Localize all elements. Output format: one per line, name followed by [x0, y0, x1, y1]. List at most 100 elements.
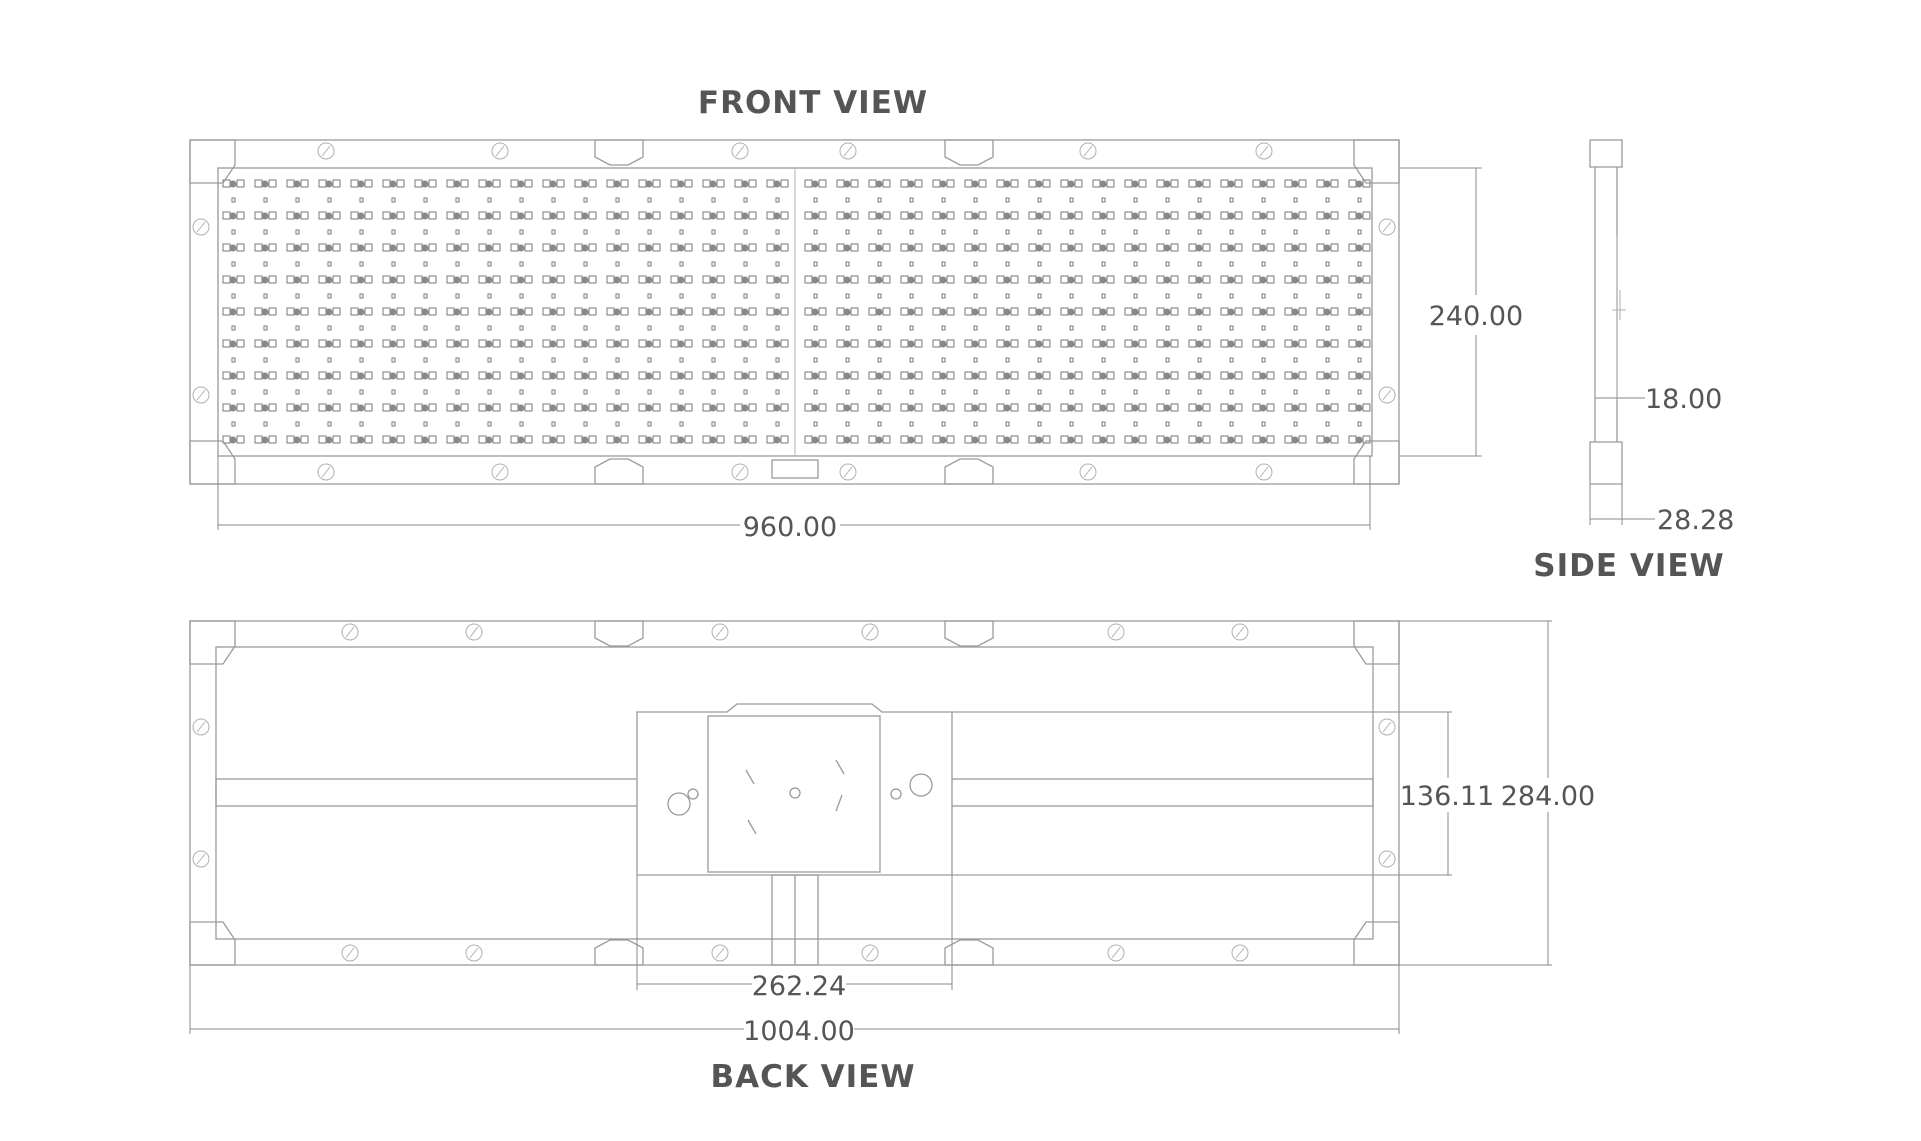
- led: [478, 179, 501, 203]
- screw-hole: [1378, 218, 1396, 236]
- screw-hole: [1079, 142, 1097, 160]
- led: [964, 211, 987, 235]
- led: [574, 307, 597, 331]
- led: [1188, 403, 1211, 427]
- led: [1060, 275, 1083, 299]
- led: [318, 211, 341, 235]
- front-frame: [189, 139, 1400, 485]
- led: [318, 307, 341, 331]
- led: [350, 275, 373, 299]
- led: [702, 403, 725, 427]
- led: [1220, 307, 1243, 331]
- svg-text:284.00: 284.00: [1501, 781, 1595, 812]
- led: [868, 435, 891, 444]
- screw-hole: [1378, 386, 1396, 404]
- led: [478, 371, 501, 395]
- led: [1028, 339, 1051, 363]
- screw-hole: [861, 623, 879, 641]
- led: [932, 339, 955, 363]
- led: [318, 243, 341, 267]
- led: [734, 275, 757, 299]
- led: [382, 307, 405, 331]
- led: [350, 339, 373, 363]
- screw-hole: [711, 623, 729, 641]
- led: [542, 371, 565, 395]
- led: [350, 211, 373, 235]
- led: [1124, 275, 1147, 299]
- led: [1124, 435, 1147, 444]
- led: [286, 403, 309, 427]
- led: [1156, 371, 1179, 395]
- led: [542, 435, 565, 444]
- total-height-dimension: 284.00: [1399, 620, 1596, 966]
- led: [1156, 435, 1179, 444]
- led: [254, 243, 277, 267]
- led: [478, 243, 501, 267]
- led: [510, 403, 533, 427]
- led: [1316, 339, 1339, 363]
- led: [964, 403, 987, 427]
- led: [382, 339, 405, 363]
- screw-hole: [731, 142, 749, 160]
- led: [1220, 275, 1243, 299]
- led: [702, 435, 725, 444]
- led: [606, 371, 629, 395]
- led: [1348, 243, 1371, 267]
- led: [318, 339, 341, 363]
- led: [446, 435, 469, 444]
- led: [574, 403, 597, 427]
- led: [414, 211, 437, 235]
- led: [670, 211, 693, 235]
- front-view-title: FRONT VIEW: [698, 85, 928, 121]
- led: [1284, 403, 1307, 427]
- led: [1028, 435, 1051, 444]
- led: [222, 403, 245, 427]
- led: [996, 179, 1019, 203]
- led: [414, 307, 437, 331]
- led: [702, 307, 725, 331]
- led: [1060, 179, 1083, 203]
- led: [804, 403, 827, 427]
- led: [638, 211, 661, 235]
- led: [606, 211, 629, 235]
- led: [766, 211, 789, 235]
- led: [254, 435, 277, 444]
- screw-hole: [465, 944, 483, 962]
- led: [964, 339, 987, 363]
- led: [1316, 211, 1339, 235]
- led: [1188, 307, 1211, 331]
- front-corner-brackets: [189, 139, 1400, 485]
- screw-hole: [1231, 944, 1249, 962]
- led: [734, 403, 757, 427]
- screw-hole: [491, 463, 509, 481]
- led: [414, 275, 437, 299]
- led: [1348, 435, 1371, 444]
- led: [900, 243, 923, 267]
- led: [670, 371, 693, 395]
- led: [932, 275, 955, 299]
- led: [836, 371, 859, 395]
- plate-height-dimension: 136.11: [952, 711, 1496, 876]
- led: [1028, 243, 1051, 267]
- led: [670, 275, 693, 299]
- led: [446, 339, 469, 363]
- svg-text:262.24: 262.24: [752, 971, 846, 1002]
- led: [1188, 211, 1211, 235]
- led: [868, 339, 891, 363]
- led: [670, 307, 693, 331]
- led: [964, 179, 987, 203]
- screw-hole: [1378, 718, 1396, 736]
- led: [318, 179, 341, 203]
- led: [350, 435, 373, 444]
- screw-hole: [731, 463, 749, 481]
- led: [414, 179, 437, 203]
- led: [1028, 275, 1051, 299]
- led: [638, 275, 661, 299]
- led: [900, 211, 923, 235]
- led: [996, 403, 1019, 427]
- led: [446, 211, 469, 235]
- led: [510, 179, 533, 203]
- screw-hole: [839, 142, 857, 160]
- led: [638, 339, 661, 363]
